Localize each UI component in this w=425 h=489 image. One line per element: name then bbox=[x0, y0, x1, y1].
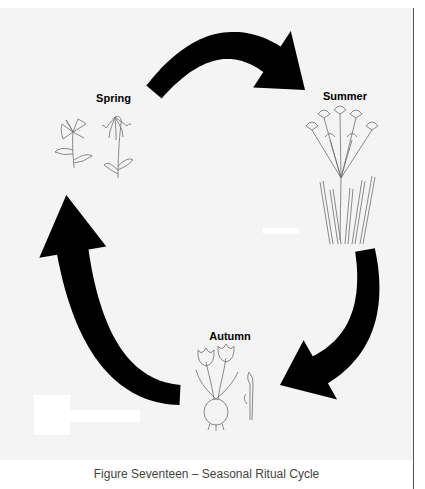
blank-patch bbox=[70, 410, 140, 422]
season-label: Summer bbox=[295, 90, 395, 103]
cycle-arrow bbox=[39, 195, 180, 405]
season-group: Autumn bbox=[180, 330, 280, 430]
panel-border bbox=[413, 8, 414, 489]
blank-patch bbox=[263, 228, 299, 234]
summer-flower-drawing bbox=[306, 106, 378, 244]
panel-ground bbox=[0, 8, 413, 460]
season-label: Autumn bbox=[180, 330, 280, 343]
autumn-flower-drawing bbox=[196, 344, 253, 431]
spring-flower-drawing bbox=[55, 116, 133, 178]
season-group: Spring bbox=[46, 92, 181, 195]
cycle-arrow bbox=[280, 248, 379, 399]
blank-patch bbox=[34, 395, 70, 435]
figure-caption: Figure Seventeen – Seasonal Ritual Cycle bbox=[0, 467, 413, 481]
season-label: Spring bbox=[46, 92, 181, 105]
cycle-arrow bbox=[146, 31, 305, 99]
season-group: Summer bbox=[295, 90, 395, 250]
